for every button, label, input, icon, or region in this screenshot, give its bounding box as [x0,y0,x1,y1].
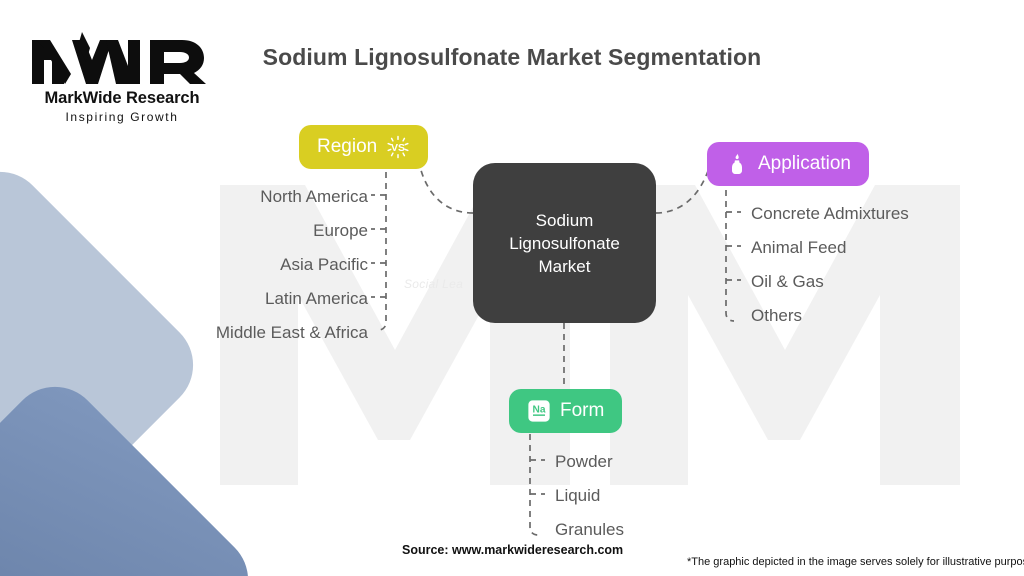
watermark-text: Social Lea [404,277,464,291]
connector-region-spine [377,172,387,331]
leaf-region-4[interactable]: Middle East & Africa [215,323,368,342]
svg-text:VS: VS [391,142,405,154]
mwr-logo-icon [32,32,206,84]
core-node-label: Sodium Lignosulfonate Market [509,210,620,276]
branch-pill-region-label: Region [317,136,378,157]
branch-pill-form-label: Form [560,400,605,421]
brand-tagline: Inspiring Growth [65,110,179,124]
sodium-element-icon: Na [527,399,551,423]
branch-pill-form[interactable]: Na Form [509,389,623,433]
branch-pill-region[interactable]: Region VS [299,125,429,169]
brand-logo: MarkWide Research Inspiring Growth [24,26,220,124]
leaf-form-1[interactable]: Liquid [555,486,601,505]
source-label: Source: www.markwideresearch.com [402,543,624,557]
leaf-form-2[interactable]: Granules [555,520,624,539]
leaf-region-3[interactable]: Latin America [265,289,368,308]
core-node[interactable]: Sodium Lignosulfonate Market [473,163,656,323]
connector-application-spine [725,190,735,322]
leaf-region-1[interactable]: Europe [313,221,368,240]
leaf-application-0[interactable]: Concrete Admixtures [751,204,909,223]
leaf-application-2[interactable]: Oil & Gas [751,272,824,291]
bottle-icon [725,152,749,176]
branch-pill-application-label: Application [758,153,851,174]
leaf-application-3[interactable]: Others [751,306,803,325]
connector-core-to-application [655,163,711,214]
page-title: Sodium Lignosulfonate Market Segmentatio… [262,44,762,70]
leaf-region-0[interactable]: North America [260,187,368,206]
leaf-application-1[interactable]: Animal Feed [751,238,847,257]
leaf-form-0[interactable]: Powder [555,452,613,471]
leaf-region-2[interactable]: Asia Pacific [280,255,368,274]
connector-form-spine [529,434,539,536]
svg-text:Na: Na [533,404,546,415]
sparkle-icon: VS [386,135,410,159]
disclaimer-label: *The graphic depicted in the image serve… [687,556,1024,568]
brand-name: MarkWide Research [44,89,200,107]
branch-pill-application[interactable]: Application [707,142,869,186]
